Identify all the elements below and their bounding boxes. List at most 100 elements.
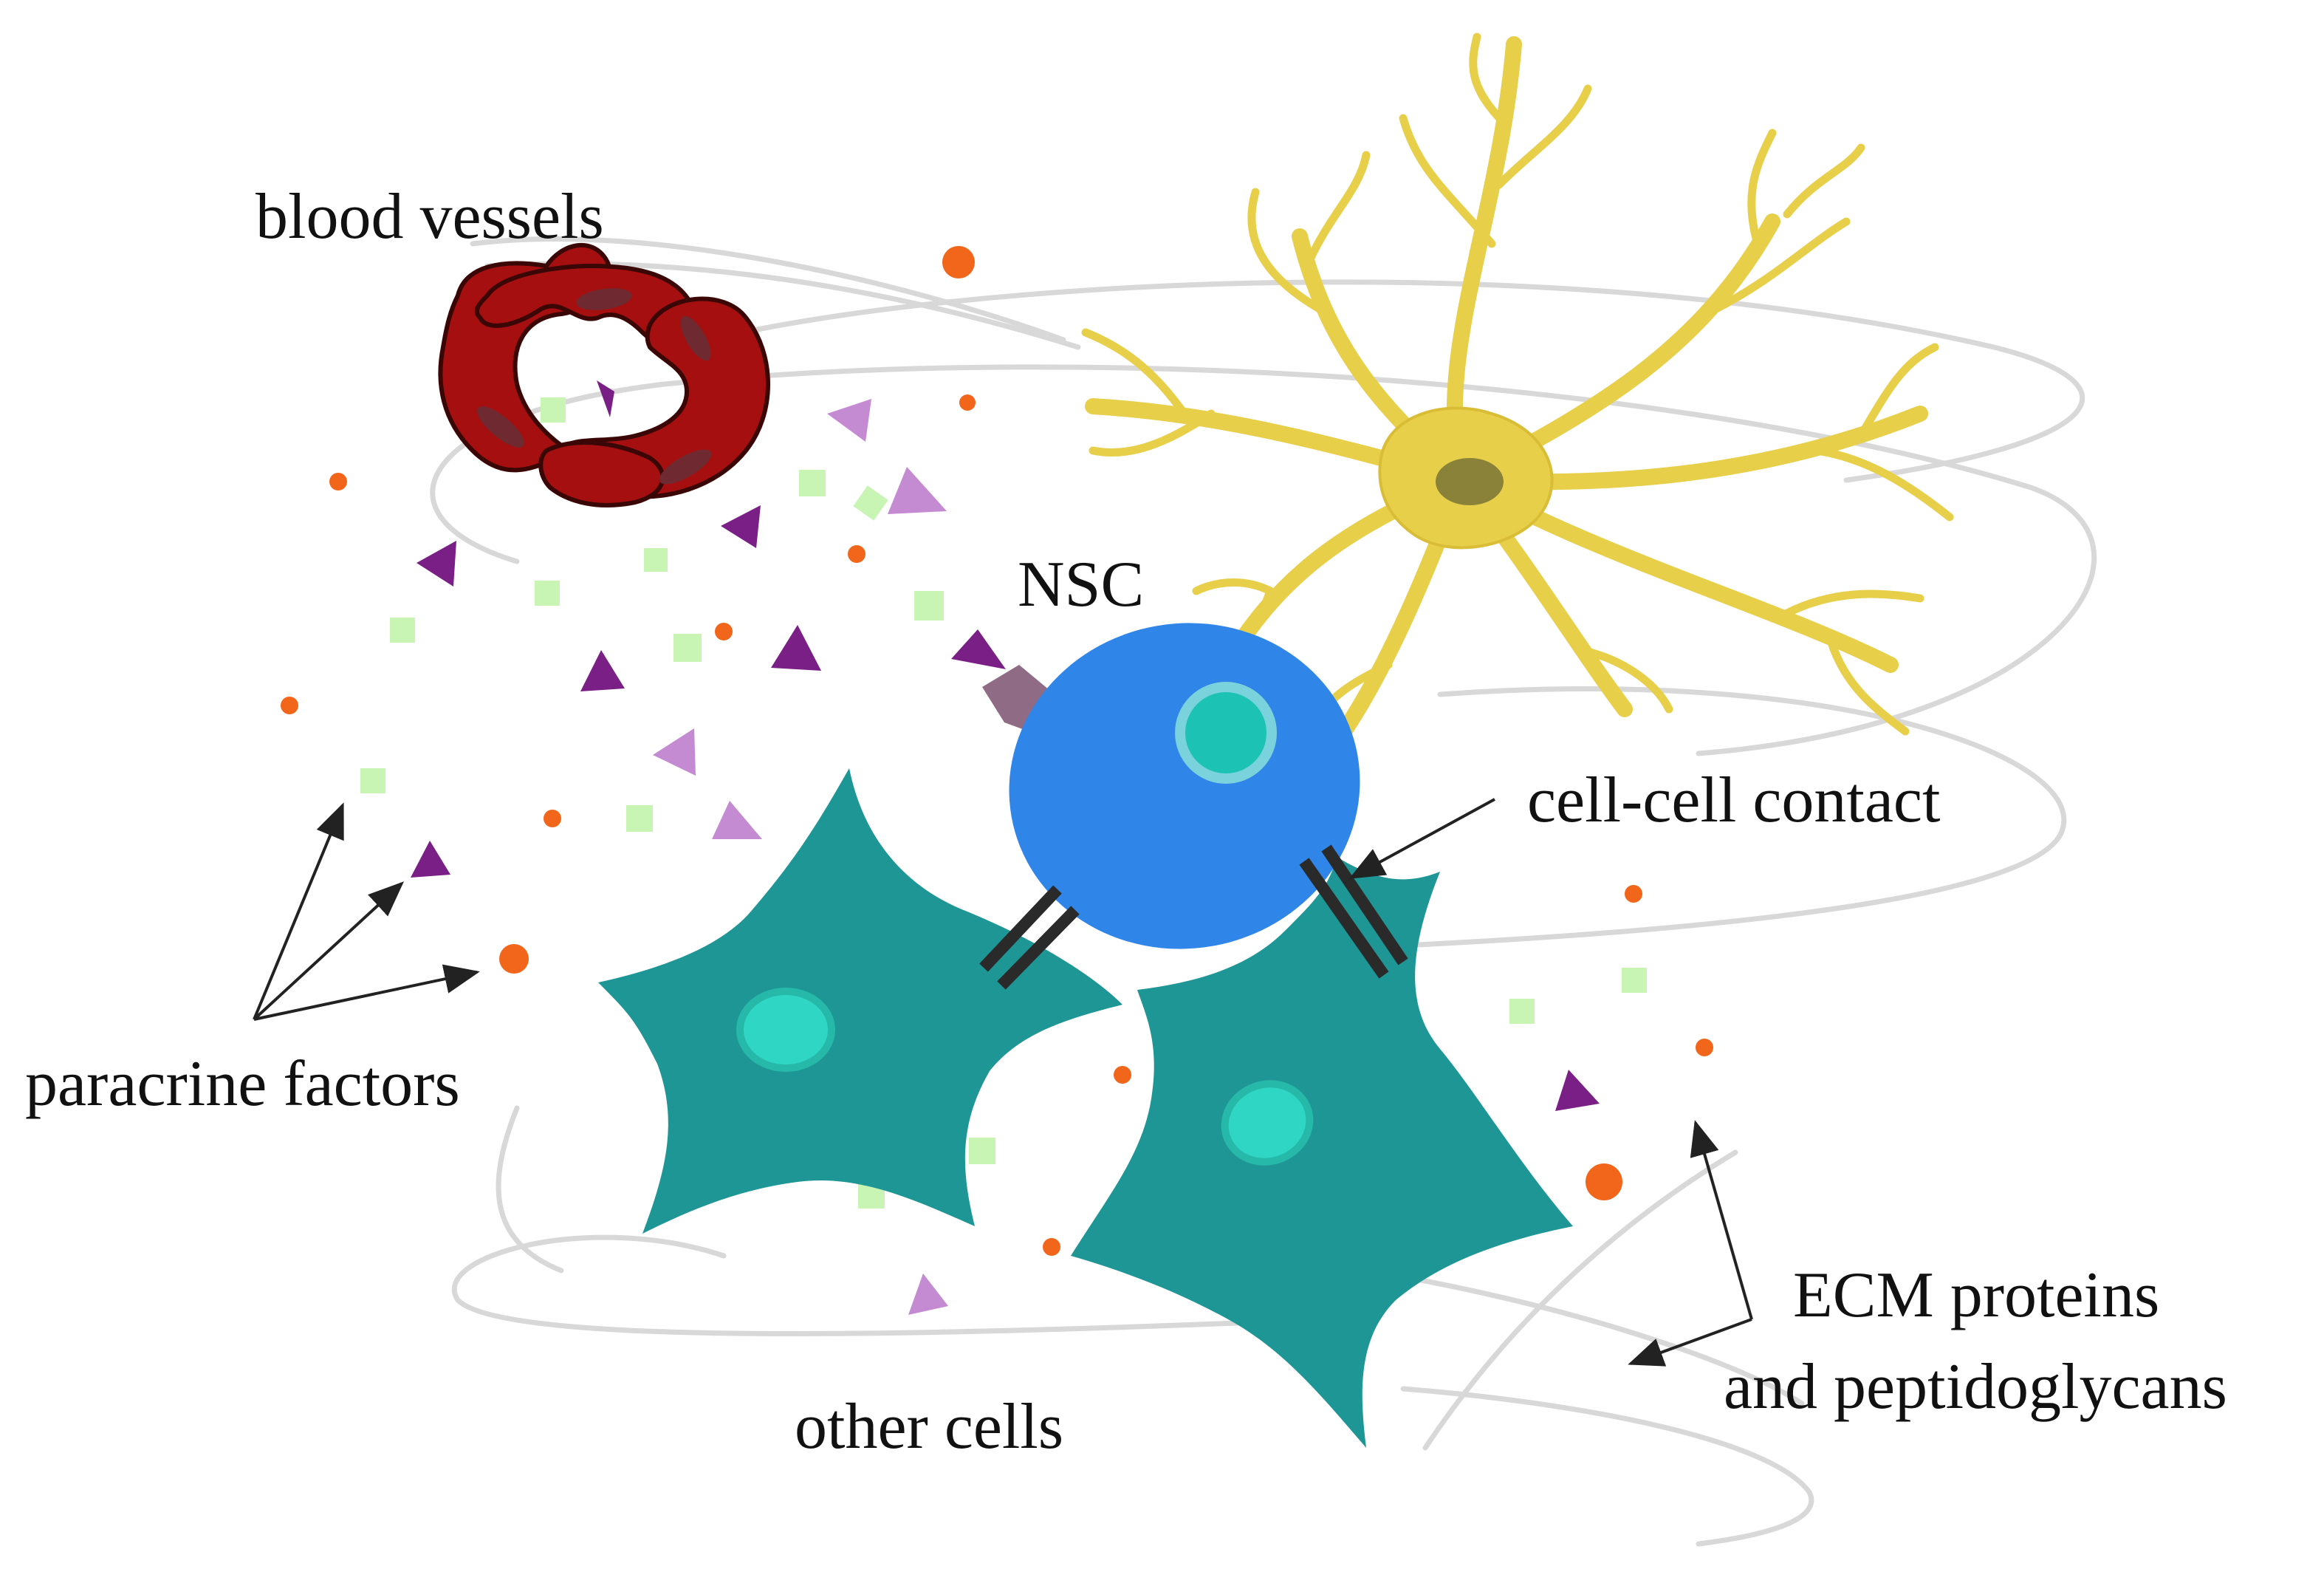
astrocyte-branch [1783,143,1865,219]
factor-square [969,1138,995,1164]
paracrine-squares [360,397,1647,1209]
other-cell-left [598,768,1122,1234]
astrocyte-branch [1192,578,1275,595]
astrocyte-branch [1857,343,1939,440]
label-paracrine-factors: paracrine factors [25,1048,460,1120]
ecm-fiber [1400,686,2067,948]
factor-dot [942,246,975,278]
factor-square [644,548,668,572]
ecm-arrow-left [1628,1318,1752,1367]
astrocyte-branch [1783,589,1924,618]
astrocyte-branch [1469,33,1511,130]
factor-square [799,470,826,496]
factor-dot [1114,1066,1131,1084]
astrocyte-branch [1081,328,1186,414]
label-nsc: NSC [1018,549,1144,621]
paracrine-arrow-square [253,802,344,1020]
ecm-fiber [1400,1386,1814,1547]
other-cell-nucleus [1221,1080,1314,1166]
factor-triangle [597,380,614,417]
astrocyte-branch [1827,638,1910,736]
astrocyte-branch [1495,84,1592,189]
ecm-fiber [1422,1149,1738,1451]
astrocyte [1081,33,1954,739]
astrocyte-branch [1303,151,1371,270]
blood-vessel-nucleus [680,315,711,361]
factor-dot [959,394,976,411]
junction-bar [1299,858,1389,979]
ecm-fiber [706,279,2085,483]
ecm-fiber [496,1105,564,1274]
other-cell-right [1071,857,1573,1448]
factor-dot [715,623,733,640]
factor-dot [1696,1039,1713,1056]
paracrine-arrow-triangle [253,881,404,1021]
junction-bar [1321,844,1408,965]
factor-triangle [951,629,1006,669]
labels: blood vessels NSC cell-cell contact para… [25,181,2227,1463]
blood-vessel-nucleus [576,288,632,310]
other-cell-body [1071,857,1573,1448]
ecm-fiber [470,236,1066,343]
other-cell-nucleus [736,988,835,1072]
factor-square [626,805,653,832]
other-cell-body [598,768,1122,1234]
nsc-nucleus [1175,682,1277,784]
astrocyte-branch [1247,188,1326,315]
astrocyte-branch [1812,446,1954,522]
astrocyte-branch [1709,217,1851,315]
factor-triangle [411,841,450,878]
factor-dot [499,944,529,974]
label-other-cells: other cells [795,1391,1063,1463]
contact-arrow [1348,798,1495,879]
contact-junctions [979,844,1408,990]
factor-triangle [771,625,821,671]
nsc-cell [982,623,1360,949]
factor-square [914,591,944,621]
factor-square [673,634,702,662]
blood-vessel [438,243,770,507]
blood-vessel-wall [538,440,665,507]
astrocyte-nucleus [1436,458,1504,505]
factor-dot [1625,885,1642,903]
astrocyte-branch [1399,114,1496,248]
factor-triangle [1555,1070,1600,1111]
blood-vessel-nucleus [477,406,524,448]
astrocyte-branch [1747,129,1777,248]
factor-dot [544,810,561,827]
factor-triangle [827,399,871,442]
paracrine-triangles [411,380,1600,1315]
nsc-body [1009,623,1360,949]
label-ecm-line2: and peptidoglycans [1724,1351,2227,1423]
paracrine-arrow-dot [253,964,480,1021]
astrocyte-branch [1576,646,1673,714]
ecm-fiber [1363,1268,1805,1406]
astrocyte-branch [1089,409,1216,457]
factor-triangle [712,801,762,839]
factor-dot [1043,1238,1060,1256]
ecm-arrow-up [1690,1120,1753,1320]
factor-square [535,581,560,606]
label-cell-cell-contact: cell-cell contact [1527,765,1940,836]
factor-dot [848,545,865,563]
factor-triangle [721,505,761,548]
factor-square [1622,968,1647,993]
annotation-arrows [253,798,1753,1367]
factor-dot [281,697,298,714]
factor-dot [329,473,347,490]
factor-square [541,397,566,423]
paracrine-dots [281,246,1713,1256]
label-blood-vessels: blood vessels [256,181,604,253]
factor-square [390,618,415,643]
junction-bar [979,885,1062,972]
factor-triangle [417,541,456,587]
ecm-fiber [451,1234,1258,1336]
factor-dot [1586,1163,1622,1200]
factor-triangle [653,728,696,776]
factor-triangle [580,650,625,691]
label-ecm-line1: ECM proteins [1793,1259,2159,1331]
junction-bar [997,906,1080,990]
blood-vessel-nucleus [659,449,712,485]
factor-triangle [888,467,947,514]
